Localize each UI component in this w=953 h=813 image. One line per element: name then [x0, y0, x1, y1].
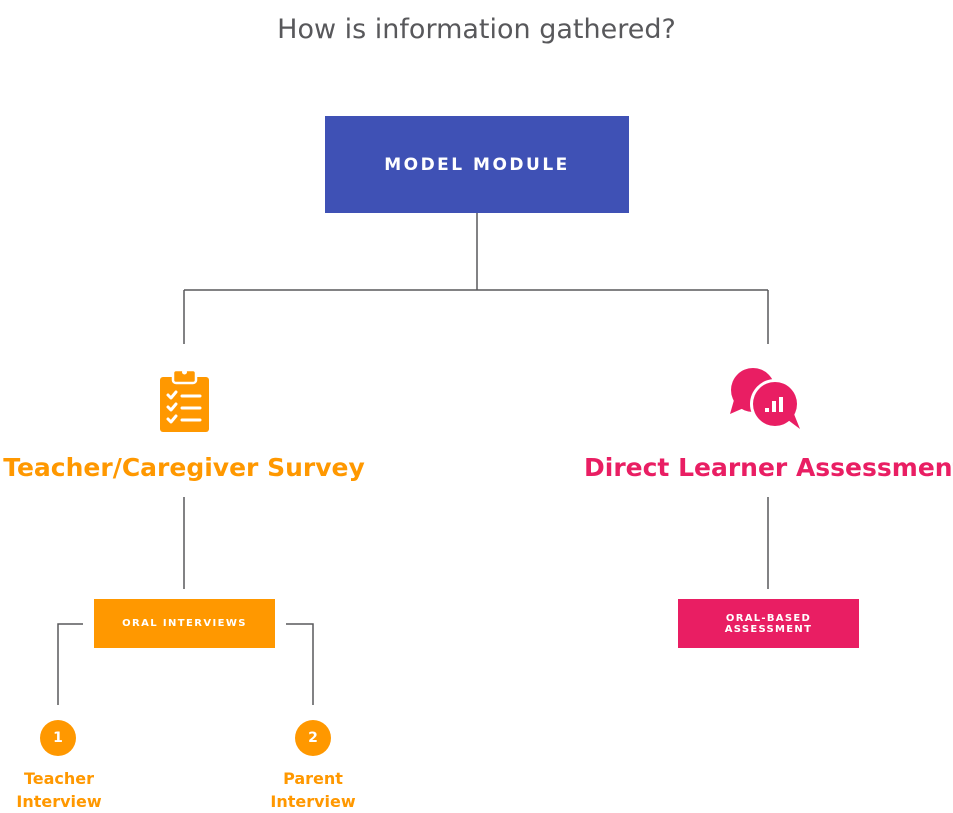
oral-based-assessment-node: ORAL-BASED ASSESSMENT	[678, 599, 859, 648]
step-2-badge: 2	[295, 720, 331, 756]
survey-branch-title: Teacher/Caregiver Survey	[3, 453, 365, 482]
chat-bubbles-chart-icon	[730, 368, 800, 429]
teacher-interview-label: Teacher Interview	[0, 767, 119, 813]
step-1-number: 1	[53, 730, 63, 746]
clipboard-checklist-icon	[160, 368, 209, 432]
oral-interviews-node: ORAL INTERVIEWS	[94, 599, 275, 648]
oral-based-assessment-line1: ORAL-BASED	[725, 612, 812, 624]
step-2-number: 2	[308, 730, 318, 746]
oral-based-assessment-line2: ASSESSMENT	[724, 623, 813, 635]
parent-interview-label: Parent Interview	[253, 767, 373, 813]
connector-interviews-to-teacher	[57, 623, 83, 705]
oral-interviews-label: ORAL INTERVIEWS	[122, 618, 247, 629]
connector-interviews-to-parent	[286, 623, 314, 705]
parent-interview-line2: Interview	[270, 792, 356, 811]
root-node-label: MODEL MODULE	[384, 154, 570, 175]
assessment-branch-title: Direct Learner Assessment	[584, 453, 953, 482]
page-title: How is information gathered?	[277, 14, 676, 45]
parent-interview-line1: Parent	[283, 769, 343, 788]
teacher-interview-line2: Interview	[16, 792, 102, 811]
teacher-interview-line1: Teacher	[23, 769, 95, 788]
step-1-badge: 1	[40, 720, 76, 756]
root-node-model-module: MODEL MODULE	[325, 116, 629, 213]
